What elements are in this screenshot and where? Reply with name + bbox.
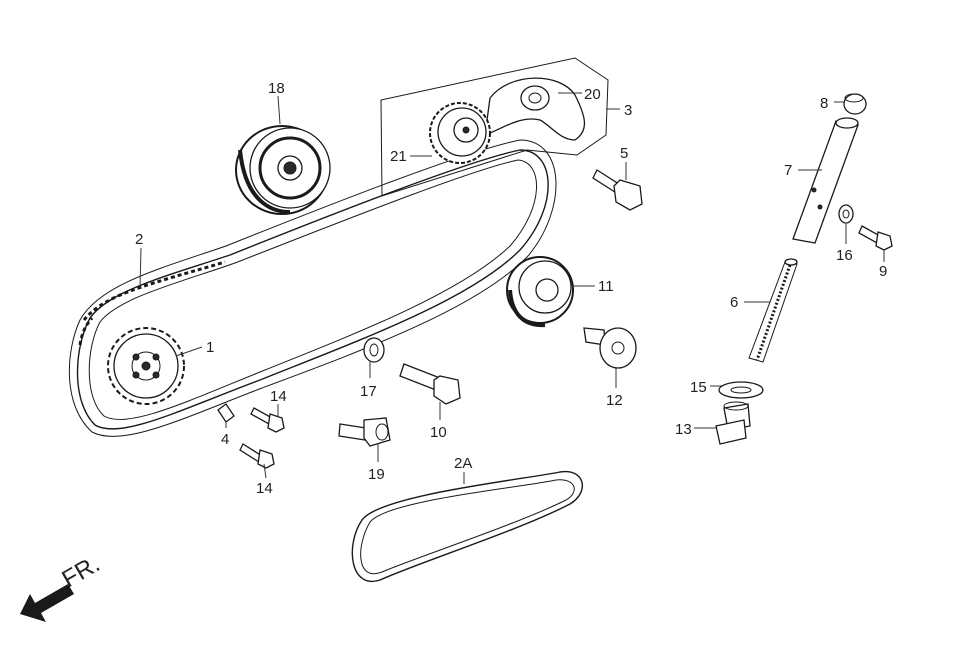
washer-15	[718, 381, 764, 399]
callout-1: 1	[206, 339, 214, 356]
bolt-14-lower	[239, 443, 275, 469]
callout-5: 5	[620, 145, 628, 162]
washer-16	[838, 204, 854, 224]
chain-guide-2a	[351, 470, 583, 583]
callout-18: 18	[268, 80, 285, 97]
callout-13: 13	[675, 421, 692, 438]
callout-3: 3	[624, 102, 632, 119]
tensioner-tube-7	[792, 117, 859, 244]
callout-10: 10	[430, 424, 447, 441]
callout-14-lower: 14	[256, 480, 273, 497]
plug-bolt-13	[715, 401, 751, 445]
callout-14-upper: 14	[270, 388, 287, 405]
callout-9: 9	[879, 263, 887, 280]
callout-21: 21	[390, 148, 407, 165]
callout-4: 4	[221, 431, 229, 448]
callout-2a: 2A	[454, 455, 472, 472]
bolt-19	[338, 417, 391, 447]
cam-chain	[68, 139, 557, 437]
callout-2: 2	[135, 231, 143, 248]
callout-8: 8	[820, 95, 828, 112]
callout-19: 19	[368, 466, 385, 483]
callout-11: 11	[598, 278, 614, 295]
bolt-9	[858, 225, 893, 251]
callout-15: 15	[690, 379, 707, 396]
washer-17	[363, 337, 385, 363]
front-direction-indicator: FR.	[20, 550, 104, 622]
callout-6: 6	[730, 294, 738, 311]
roller-11	[506, 256, 574, 328]
callout-12: 12	[606, 392, 623, 409]
tensioner-assembly	[380, 57, 609, 197]
leader-lines	[139, 92, 885, 484]
callout-20: 20	[584, 86, 601, 103]
callout-7: 7	[784, 162, 792, 179]
callout-labels: 1 2 18 3 20 21 5 11 12 17 10 19 4 14 14 …	[135, 80, 887, 497]
spring-6	[748, 258, 798, 363]
chain-roller	[235, 125, 331, 215]
callout-16: 16	[836, 247, 853, 264]
crank-sprocket	[107, 327, 185, 405]
bolt-10	[399, 363, 461, 405]
pivot-bolt-12	[583, 327, 637, 369]
bolt-5	[592, 169, 643, 211]
cap-8	[843, 93, 867, 115]
bolt-14-upper	[250, 407, 285, 433]
front-arrow-icon	[20, 584, 74, 622]
callout-17: 17	[360, 383, 377, 400]
dowel-pin-4	[217, 403, 235, 423]
